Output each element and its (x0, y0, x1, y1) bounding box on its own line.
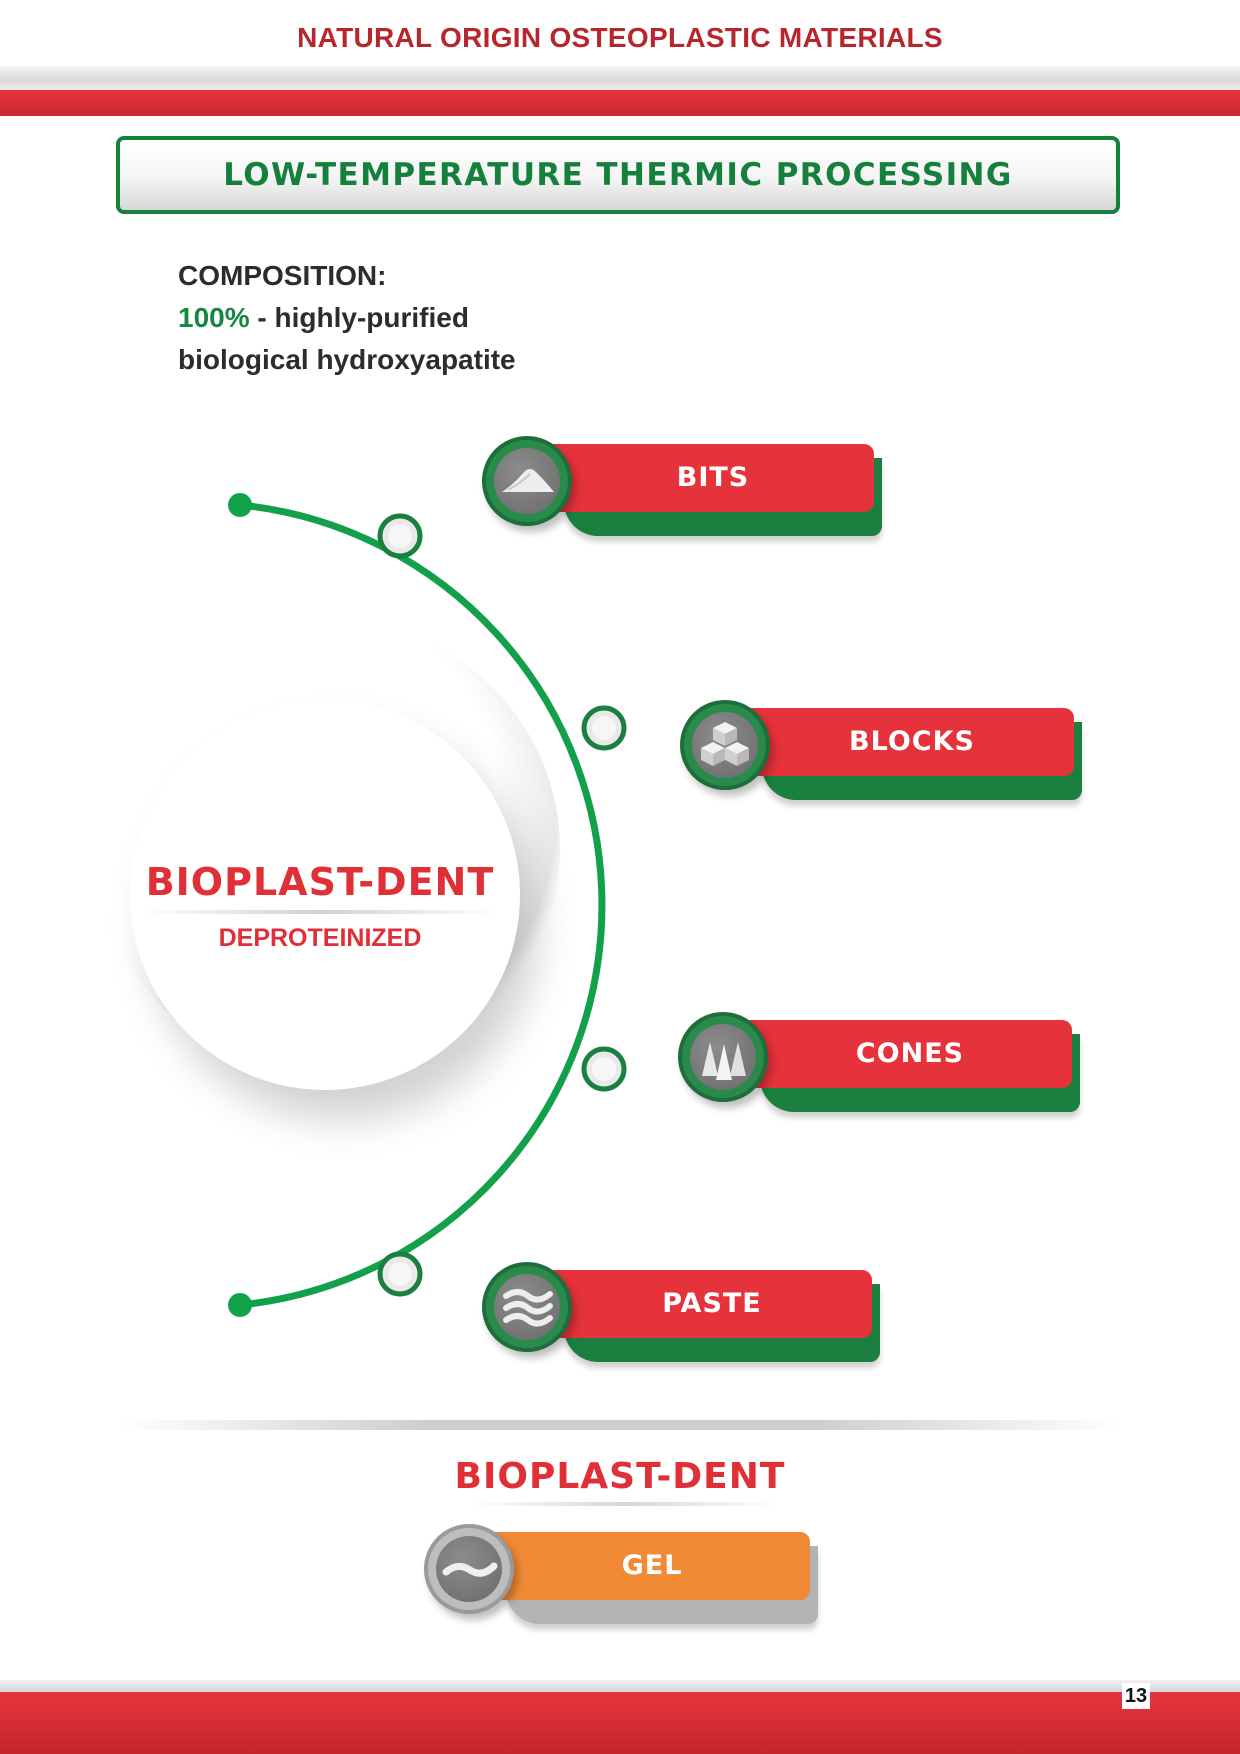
footer-gray-band (0, 1680, 1240, 1692)
product-cones-icon-ring (678, 1012, 768, 1102)
product-bits-bar (548, 444, 874, 512)
composition-heading: COMPOSITION: (178, 260, 387, 291)
composition-line-1-text: - highly-purified (249, 302, 469, 333)
gel-wave-icon (436, 1536, 502, 1602)
composition-line-1: 100% - highly-purified (178, 302, 469, 334)
header-red-band (0, 90, 1240, 116)
center-product-title: BIOPLAST-DENT (145, 860, 495, 904)
composition-line-2: biological hydroxyapatite (178, 344, 516, 375)
arc-end-dot-top (228, 493, 252, 517)
arc-node-paste (377, 1251, 423, 1297)
center-disk (130, 700, 520, 1090)
product-blocks-bar (746, 708, 1074, 776)
product-cones-label: CONES (855, 1038, 965, 1069)
paste-waves-icon (494, 1274, 560, 1340)
arc-end-dot-bottom (228, 1293, 252, 1317)
bottom-title-underline (470, 1502, 780, 1506)
product-cones-bar (744, 1020, 1072, 1088)
product-paste: PASTE (482, 1262, 880, 1370)
arc-node-blocks (581, 705, 627, 751)
section-divider (120, 1420, 1120, 1430)
product-paste-icon-ring (482, 1262, 572, 1352)
footer-red-band (0, 1692, 1240, 1754)
product-bits: BITS (482, 436, 882, 544)
product-blocks-label: BLOCKS (849, 726, 975, 757)
product-gel-bar (490, 1532, 810, 1600)
cones-icon (690, 1024, 756, 1090)
powder-pile-icon (494, 448, 560, 514)
arc-node-cones (581, 1046, 627, 1092)
product-paste-bar (548, 1270, 872, 1338)
arc-node-bits (377, 513, 423, 559)
section-banner: LOW-TEMPERATURE THERMIC PROCESSING (116, 136, 1120, 214)
product-gel-label: GEL (621, 1550, 683, 1581)
center-product-subtitle: DEPROTEINIZED (218, 924, 422, 952)
product-bits-label: BITS (676, 462, 750, 493)
product-cones: CONES (678, 1012, 1080, 1120)
product-blocks-icon-ring (680, 700, 770, 790)
page-number: 13 (1122, 1683, 1150, 1709)
composition-percent: 100% (178, 302, 250, 333)
product-gel: GEL (424, 1524, 818, 1632)
banner-title: LOW-TEMPERATURE THERMIC PROCESSING (223, 157, 1013, 193)
product-bits-icon-ring (482, 436, 572, 526)
arc-line (239, 501, 606, 1309)
cubes-icon (692, 712, 758, 778)
header-gray-band (0, 66, 1240, 90)
header-title: NATURAL ORIGIN OSTEOPLASTIC MATERIALS (297, 22, 943, 53)
center-divider (140, 910, 500, 914)
product-blocks: BLOCKS (680, 700, 1082, 808)
product-paste-label: PASTE (662, 1288, 762, 1319)
product-gel-icon-ring (424, 1524, 514, 1614)
bottom-product-title: BIOPLAST-DENT (454, 1456, 786, 1497)
